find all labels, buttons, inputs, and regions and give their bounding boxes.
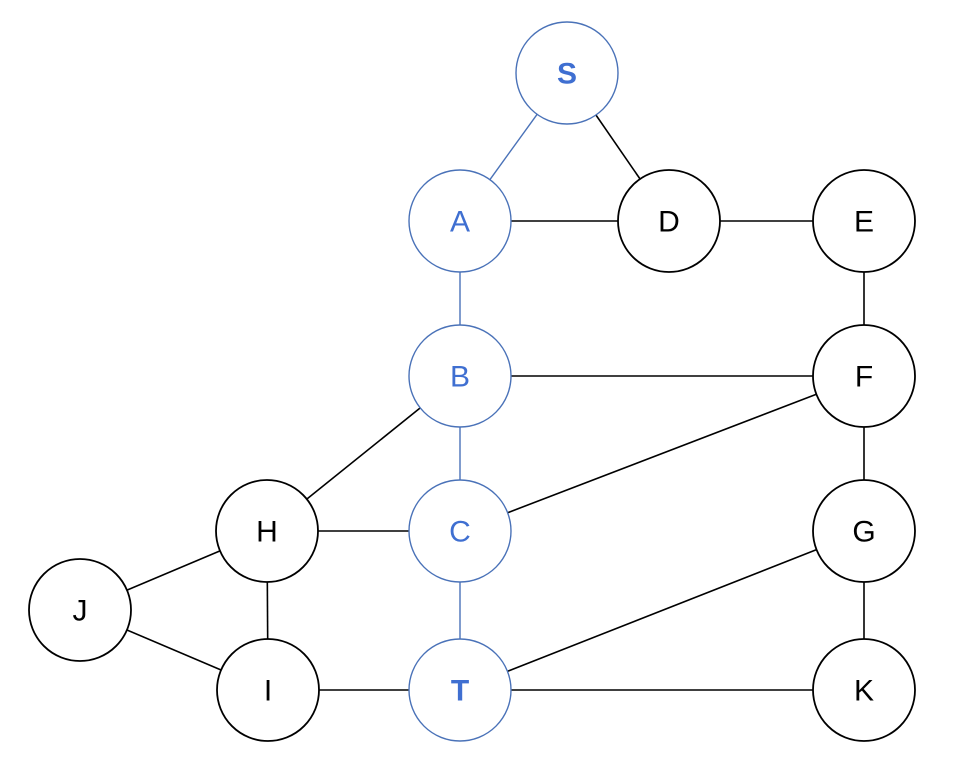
node-label-f: F [855, 361, 873, 394]
edge-h-j [126, 550, 221, 591]
edge-layer [126, 113, 865, 691]
node-circle-t[interactable] [408, 638, 512, 742]
node-label-g: G [852, 516, 875, 549]
node-circle-f[interactable] [812, 324, 916, 428]
node-f[interactable]: F [812, 324, 916, 428]
edge-c-f [507, 393, 817, 514]
edge-s-a [489, 113, 538, 181]
node-label-e: E [854, 206, 874, 239]
edge-b-h [306, 407, 421, 500]
node-circle-e[interactable] [812, 169, 916, 273]
node-label-a: A [450, 206, 470, 239]
node-e[interactable]: E [812, 169, 916, 273]
node-label-d: D [658, 206, 680, 239]
node-k[interactable]: K [812, 638, 916, 742]
node-label-j: J [73, 595, 88, 628]
node-circle-i[interactable] [216, 638, 320, 742]
node-g[interactable]: G [812, 479, 916, 583]
node-circle-j[interactable] [28, 558, 132, 662]
node-label-t: T [451, 675, 469, 708]
node-circle-c[interactable] [408, 479, 512, 583]
node-h[interactable]: H [215, 479, 319, 583]
node-label-k: K [854, 675, 874, 708]
node-b[interactable]: B [408, 324, 512, 428]
node-label-c: C [449, 516, 471, 549]
node-circle-d[interactable] [617, 169, 721, 273]
node-label-h: H [256, 516, 278, 549]
node-label-i: I [264, 675, 272, 708]
node-a[interactable]: A [408, 169, 512, 273]
node-c[interactable]: C [408, 479, 512, 583]
node-j[interactable]: J [28, 558, 132, 662]
node-t[interactable]: T [408, 638, 512, 742]
edge-s-d [595, 114, 641, 180]
node-circle-k[interactable] [812, 638, 916, 742]
node-layer: S A D E B F H C G J I T K [28, 21, 916, 742]
node-circle-g[interactable] [812, 479, 916, 583]
node-circle-b[interactable] [408, 324, 512, 428]
node-circle-s[interactable] [515, 21, 619, 125]
node-s[interactable]: S [515, 21, 619, 125]
node-label-b: B [450, 361, 470, 394]
edge-t-g [507, 548, 817, 673]
node-i[interactable]: I [216, 638, 320, 742]
node-label-s: S [557, 58, 577, 91]
node-d[interactable]: D [617, 169, 721, 273]
node-circle-h[interactable] [215, 479, 319, 583]
edge-j-i [126, 629, 222, 671]
node-circle-a[interactable] [408, 169, 512, 273]
